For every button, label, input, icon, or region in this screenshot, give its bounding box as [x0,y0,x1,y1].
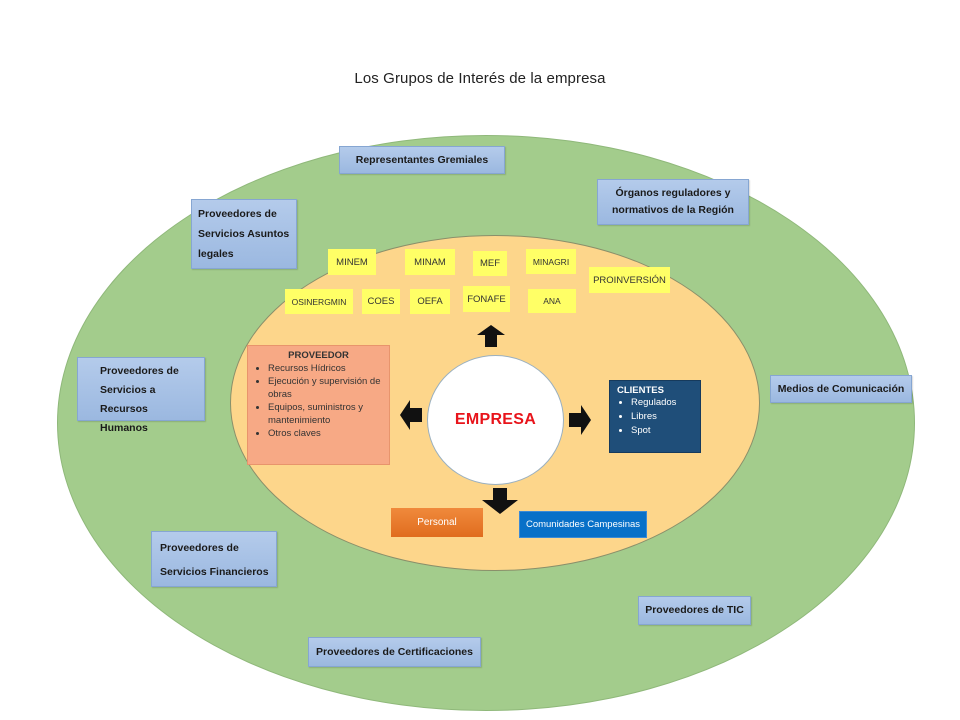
proveedor-item: Otros claves [268,427,383,440]
proveedor-item: Equipos, suministros y mantenimiento [268,401,383,427]
group-organos: Órganos reguladores y normativos de la R… [597,179,749,225]
clientes-box: CLIENTES Regulados Libres Spot [609,380,701,453]
diagram-title: Los Grupos de Interés de la empresa [354,70,606,87]
clientes-heading: CLIENTES [617,385,664,396]
group-legales: Proveedores de Servicios Asuntos legales [191,199,297,269]
group-medios: Medios de Comunicación [770,375,912,403]
institution-minagri: MINAGRI [526,249,576,274]
proveedor-item: Recursos Hídricos [268,362,383,375]
proveedor-box: PROVEEDOR Recursos Hídricos Ejecución y … [247,345,390,465]
group-tic: Proveedores de TIC [638,596,751,625]
institution-oefa: OEFA [410,289,450,314]
institution-fonafe: FONAFE [463,286,510,312]
personal-box: Personal [391,508,483,537]
proveedor-heading: PROVEEDOR [288,350,349,361]
group-financieros: Proveedores de Servicios Financieros [151,531,277,587]
clientes-item: Regulados [631,396,693,410]
group-certificaciones: Proveedores de Certificaciones [308,637,481,667]
institution-proinversion: PROINVERSIÓN [589,267,670,293]
arrow-up-icon [477,325,505,347]
institution-coes: COES [362,289,400,314]
empresa-core: EMPRESA [427,355,564,485]
institution-ana: ANA [528,289,576,313]
empresa-label: EMPRESA [454,411,537,428]
group-rrhh: Proveedores de Servicios a Recursos Huma… [77,357,205,434]
institution-mef: MEF [473,251,507,276]
arrow-down-icon [482,488,518,514]
proveedor-item: Ejecución y supervisión de obras [268,375,383,401]
institution-minam: MINAM [405,249,455,275]
clientes-item: Libres [631,410,693,424]
comunidades-box: Comunidades Campesinas [519,511,647,538]
institution-osinergmin: OSINERGMIN [285,289,353,314]
arrow-left-icon [400,400,422,430]
arrow-right-icon [569,405,591,435]
clientes-item: Spot [631,424,693,438]
group-representantes: Representantes Gremiales [339,146,505,174]
institution-minem: MINEM [328,249,376,275]
